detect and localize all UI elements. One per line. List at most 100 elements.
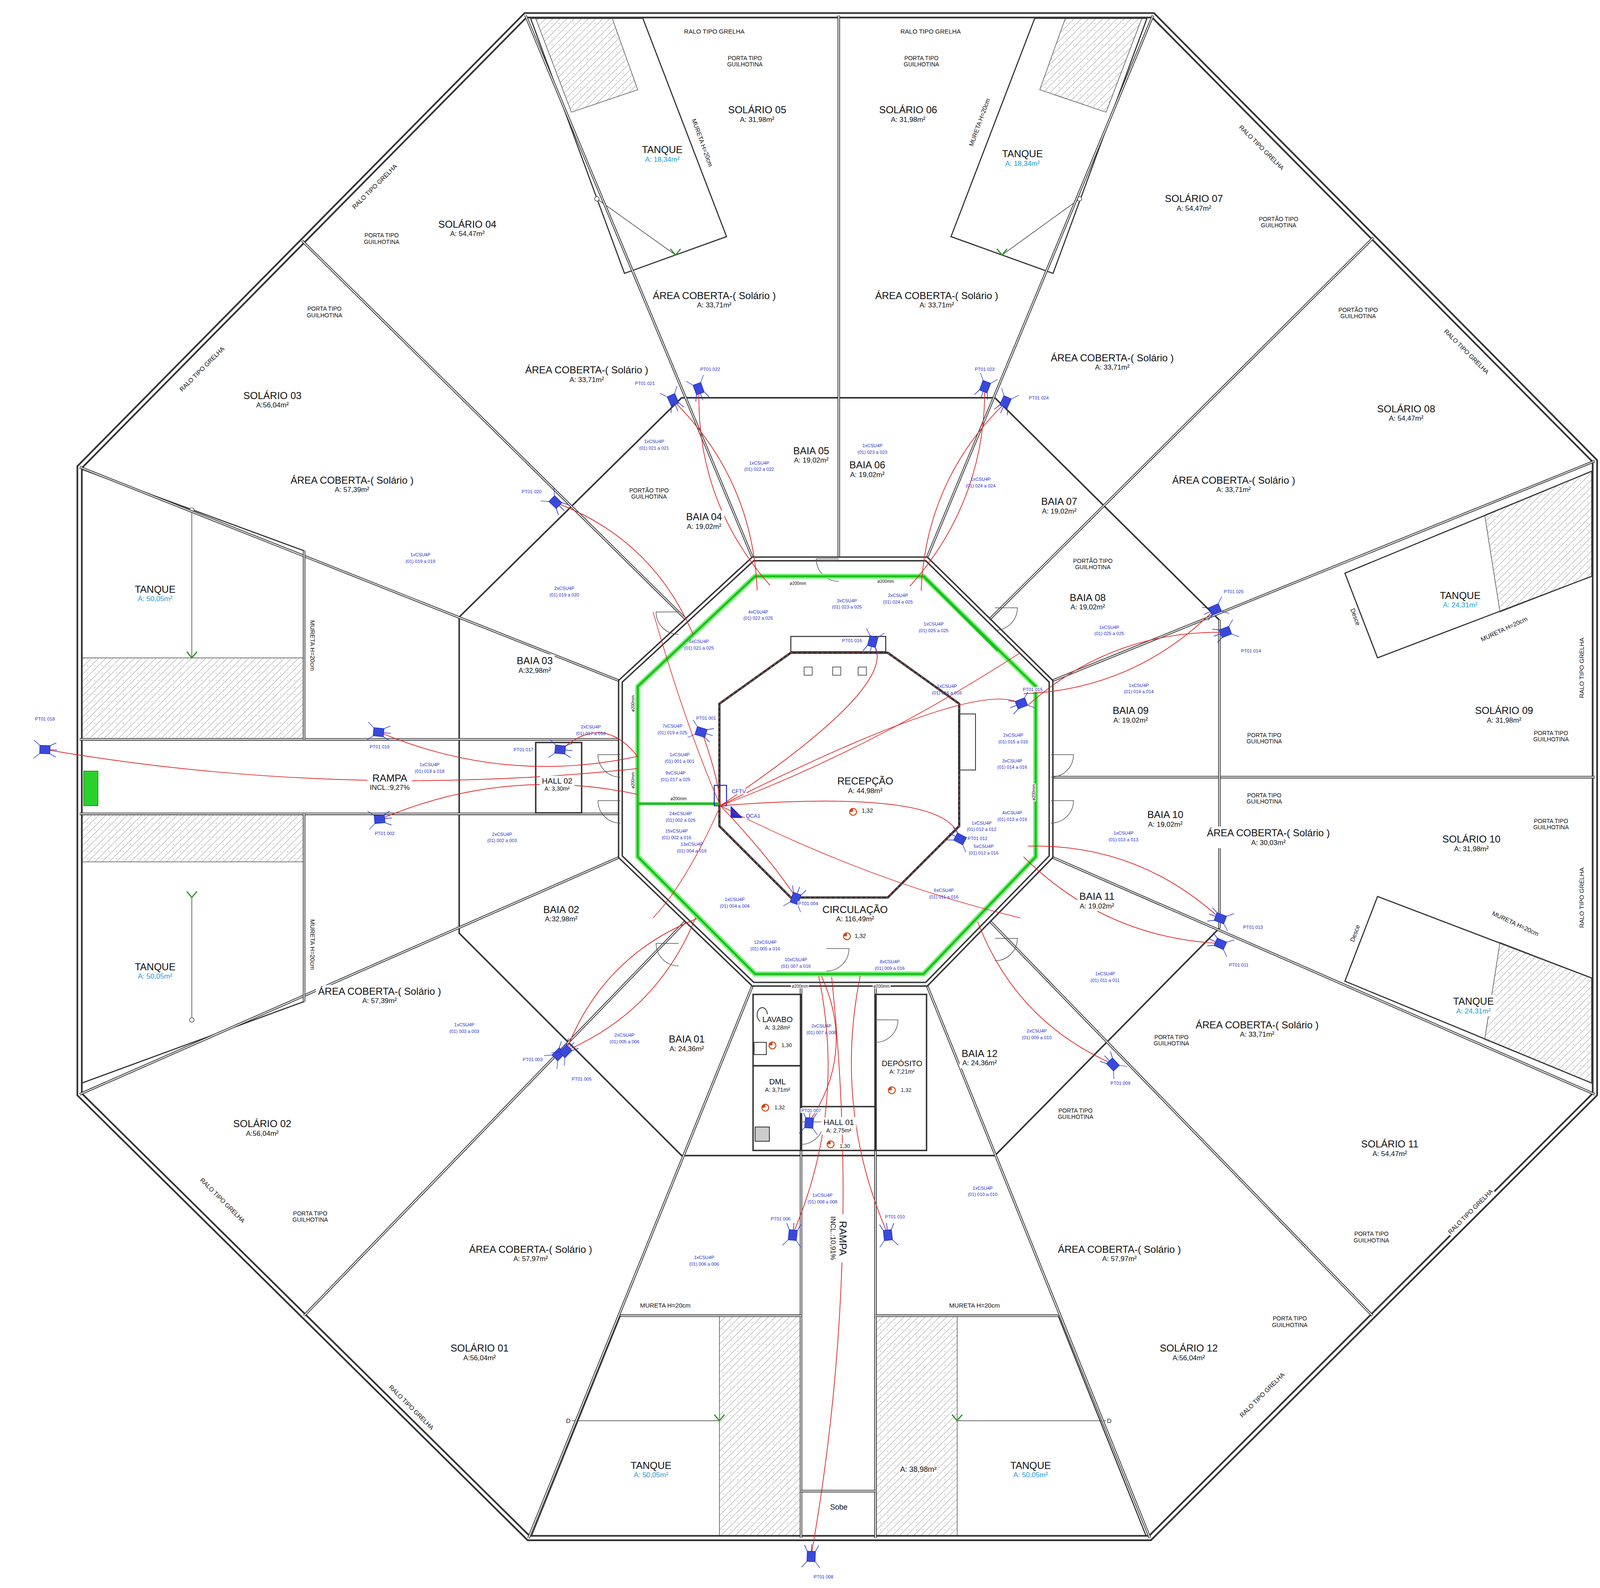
room-label: ÁREA COBERTA-( Solário )A: 33,71m²: [1170, 473, 1298, 496]
plan-note: 1,32: [860, 807, 874, 815]
room-name: BAIA 08: [1069, 592, 1106, 604]
room-label: BAIA 03A:32,98m²: [514, 654, 555, 676]
flow-line: [568, 1420, 720, 1422]
plan-note: 1,32: [900, 1087, 913, 1094]
camera-view: [564, 1037, 580, 1053]
camera-cable: [977, 921, 1113, 1064]
camera-view: [862, 644, 879, 656]
tank-hatch: [535, 18, 638, 113]
camera-body: [1208, 603, 1222, 616]
device-tag: PT01 008: [812, 1574, 835, 1580]
room-area: A: 33,71m²: [1172, 486, 1296, 495]
door-arc: [656, 612, 679, 635]
camera-body: [804, 1117, 814, 1129]
cable-label: (01) 011 a 016: [928, 894, 960, 900]
door-arc: [1051, 754, 1074, 778]
cable-label: (01) 022 a 025: [742, 615, 774, 621]
cable-label: 6xCSU4P: [933, 887, 955, 893]
room-name: BAIA 02: [543, 904, 580, 916]
camera-cable: [702, 732, 721, 806]
room-name: BAIA 07: [1041, 496, 1078, 508]
camera-body: [1219, 626, 1232, 638]
room-name: SOLÁRIO 04: [438, 218, 497, 231]
room-label: CIRCULAÇÃOA: 116,49m²: [820, 903, 890, 925]
room-area: A: 33,71m²: [525, 375, 649, 385]
camera-view: [973, 388, 990, 401]
room-name: RAMPA: [369, 772, 410, 785]
flow-dot: [189, 1017, 195, 1023]
plan-note: ø200mm: [630, 695, 635, 713]
camera-view: [1007, 698, 1020, 715]
room-label: BAIA 08A: 19,02m²: [1067, 591, 1108, 613]
plan-note: RALO TIPO GRELHA: [1236, 123, 1286, 173]
room-name: TANQUE: [1010, 1460, 1052, 1472]
cable-label: (01) 025 a 025: [1093, 631, 1125, 637]
camera-symbol: [801, 1544, 821, 1569]
room-label: ÁREA COBERTA-( Solário )A: 57,39m²: [288, 473, 416, 496]
camera-symbol: [687, 719, 716, 745]
room-name: ÁREA COBERTA-( Solário ): [318, 985, 442, 998]
camera-view: [564, 743, 574, 759]
wall-gap: [620, 1315, 801, 1317]
room-name: HALL 01: [823, 1118, 854, 1128]
camera-cable: [1023, 856, 1220, 944]
cable-label: 1xCSU4P: [936, 683, 958, 689]
room-area: A: 50,05m²: [134, 595, 176, 604]
room-label: BAIA 07A: 19,02m²: [1039, 495, 1080, 517]
room-label: HALL 01A: 2,75m²: [821, 1117, 857, 1135]
room-area: A: 33,71m²: [1050, 363, 1174, 373]
room-area: A: 19,02m²: [685, 522, 722, 532]
camera-mount: [548, 739, 557, 759]
room-area: A: 33,71m²: [1195, 1031, 1319, 1040]
conduit-branch: [923, 576, 999, 651]
camera-symbol: [548, 739, 574, 760]
door-note: PORTA TIPO GUILHOTINA: [285, 1210, 336, 1224]
room-area: A: 33,71m²: [875, 301, 999, 310]
device-tag: PT01 010: [884, 1214, 906, 1220]
exit-sign: [83, 771, 98, 807]
plan-note: MURETA H=20cm: [639, 1302, 692, 1310]
wall-gap: [1051, 776, 1596, 778]
cable-label: 5xCSU4P: [687, 639, 710, 644]
cable-label: 1xCSU4P: [1127, 682, 1150, 688]
camera-mount: [551, 1048, 569, 1066]
cable-label: 1xCSU4P: [1098, 624, 1120, 630]
level-fill: [849, 808, 854, 813]
tank-outline: [530, 1316, 802, 1539]
wall-gap: [838, 15, 840, 559]
cable-label: (01) 019 a 025: [656, 730, 689, 736]
tank-hatch: [1484, 471, 1592, 613]
camera-symbol: [686, 375, 712, 404]
room-label: SOLÁRIO 07A: 54,47m²: [1162, 192, 1225, 214]
camera-mount: [879, 1239, 899, 1248]
trunk-cable: [653, 805, 721, 918]
device-tag: PT01 017: [512, 747, 535, 753]
plan-note: ø200mm: [630, 771, 635, 790]
wall-gap: [1051, 856, 1596, 1095]
room-label: TANQUEA: 50,05m²: [132, 960, 178, 982]
plan-note: RALO TIPO GRELHA: [899, 28, 962, 36]
room-name: BAIA 12: [961, 1048, 998, 1060]
cable-label: 1xCSU4P: [969, 476, 992, 482]
flow-arrow: [670, 248, 681, 256]
room-label: TANQUEA: 18,34m²: [1000, 147, 1045, 169]
camera-mount: [541, 487, 559, 506]
room-label: DMLA: 3,71m²: [763, 1076, 793, 1095]
camera-cable: [380, 784, 638, 820]
cable-label: 7xCSU4P: [661, 723, 683, 729]
device-tag: PT01 001: [695, 715, 718, 721]
plan-note: ø200mm: [1031, 783, 1037, 802]
camera-mount: [978, 373, 998, 386]
conduit-branch: [637, 802, 720, 805]
room-label: SOLÁRIO 11A: 54,47m²: [1358, 1138, 1421, 1160]
plan-note: A: 38,98m²: [899, 1465, 938, 1475]
cable-label: (01) 014 a 014: [1123, 689, 1155, 695]
camera-view: [1211, 627, 1224, 644]
wall-gap: [79, 856, 621, 1095]
cable-label: (01) 021 a 025: [683, 645, 715, 651]
wall-gap: [800, 1490, 876, 1492]
camera-view: [553, 500, 569, 517]
camera-view: [786, 1222, 802, 1232]
room-wall: [535, 742, 582, 814]
room-name: SOLÁRIO 09: [1475, 705, 1534, 718]
